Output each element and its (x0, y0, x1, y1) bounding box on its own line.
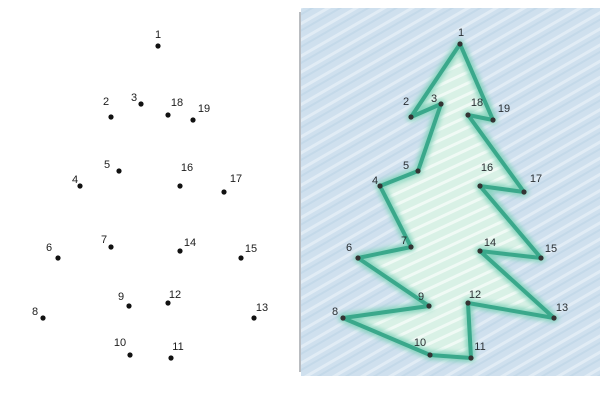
solved-dot-13 (551, 315, 557, 321)
solved-dot-7 (408, 244, 414, 250)
solved-dot-label-16: 16 (481, 162, 493, 174)
solved-dot-2 (408, 114, 414, 120)
dot-label-7: 7 (101, 234, 107, 246)
solved-dot-17 (521, 189, 527, 195)
tree-outline (341, 42, 556, 360)
solved-dot-10 (427, 352, 433, 358)
dot-9 (126, 303, 132, 309)
solved-dot-label-13: 13 (556, 302, 568, 314)
dot-label-4: 4 (72, 174, 78, 186)
dot-13 (251, 315, 257, 321)
solved-puzzle-panel: 1 2 3 4 5 6 7 8 9 10 11 12 13 14 15 16 1 (301, 0, 600, 400)
dot-14 (177, 248, 183, 254)
dot-label-1: 1 (155, 29, 161, 41)
dot-11 (168, 355, 174, 361)
dot-puzzle-solved: 1 2 3 4 5 6 7 8 9 10 11 12 13 14 15 16 1 (301, 8, 600, 376)
solved-dot-18 (465, 112, 471, 118)
solved-dot-label-1: 1 (458, 27, 464, 39)
solved-dot-9 (426, 303, 432, 309)
dot-5 (116, 168, 122, 174)
solved-dot-label-18: 18 (471, 97, 483, 109)
dot-12 (165, 300, 171, 306)
solved-dot-3 (438, 101, 444, 107)
solved-dot-label-2: 2 (403, 96, 409, 108)
solved-dot-14 (477, 248, 483, 254)
solved-dot-4 (377, 183, 383, 189)
dot-17 (221, 189, 227, 195)
solved-dot-label-15: 15 (545, 243, 557, 255)
solved-dot-11 (468, 355, 474, 361)
dot-label-12: 12 (169, 289, 181, 301)
solved-dot-label-8: 8 (332, 306, 338, 318)
dot-3 (138, 101, 144, 107)
dot-4 (77, 183, 83, 189)
dot-19 (190, 117, 196, 123)
dot-1 (155, 43, 161, 49)
dot-8 (40, 315, 46, 321)
solved-dot-label-17: 17 (530, 173, 542, 185)
solved-dot-label-14: 14 (484, 237, 496, 249)
dot-label-18: 18 (171, 97, 183, 109)
solved-dot-label-19: 19 (498, 103, 510, 115)
solved-dot-12 (465, 300, 471, 306)
solved-dot-label-12: 12 (469, 289, 481, 301)
solved-dot-5 (415, 168, 421, 174)
dot-label-5: 5 (104, 159, 110, 171)
dot-6 (55, 255, 61, 261)
dot-16 (177, 183, 183, 189)
dot-label-14: 14 (184, 237, 196, 249)
dot-15 (238, 255, 244, 261)
solved-dot-label-5: 5 (403, 160, 409, 172)
solved-dot-15 (538, 255, 544, 261)
dot-label-19: 19 (198, 103, 210, 115)
dot-10 (127, 352, 133, 358)
dot-label-2: 2 (103, 96, 109, 108)
dot-label-16: 16 (181, 162, 193, 174)
solved-dot-label-10: 10 (414, 337, 426, 349)
solved-dot-label-7: 7 (401, 235, 407, 247)
dot-puzzle-unsolved: 1 2 3 4 5 6 7 8 9 10 11 12 13 14 15 16 1 (32, 29, 268, 361)
solved-dot-label-4: 4 (372, 175, 378, 187)
solved-dot-19 (490, 117, 496, 123)
dot-7 (108, 244, 114, 250)
solved-dot-1 (457, 41, 463, 47)
dot-label-3: 3 (131, 92, 137, 104)
dot-2 (108, 114, 114, 120)
unsolved-puzzle-panel: 1 2 3 4 5 6 7 8 9 10 11 12 13 14 15 16 1 (0, 0, 300, 400)
solved-dot-label-6: 6 (346, 242, 352, 254)
dot-label-17: 17 (230, 173, 242, 185)
dot-label-9: 9 (118, 291, 124, 303)
dot-label-10: 10 (114, 337, 126, 349)
solved-dot-6 (355, 255, 361, 261)
panel-divider (299, 12, 301, 372)
solved-dot-label-9: 9 (418, 291, 424, 303)
dot-label-15: 15 (245, 243, 257, 255)
dot-18 (165, 112, 171, 118)
solved-dot-label-11: 11 (474, 341, 485, 353)
solved-dot-16 (477, 183, 483, 189)
dot-label-11: 11 (172, 341, 183, 353)
dot-label-13: 13 (256, 302, 268, 314)
dot-label-6: 6 (46, 242, 52, 254)
solved-dot-8 (340, 315, 346, 321)
solved-dot-label-3: 3 (431, 93, 437, 105)
dot-label-8: 8 (32, 306, 38, 318)
